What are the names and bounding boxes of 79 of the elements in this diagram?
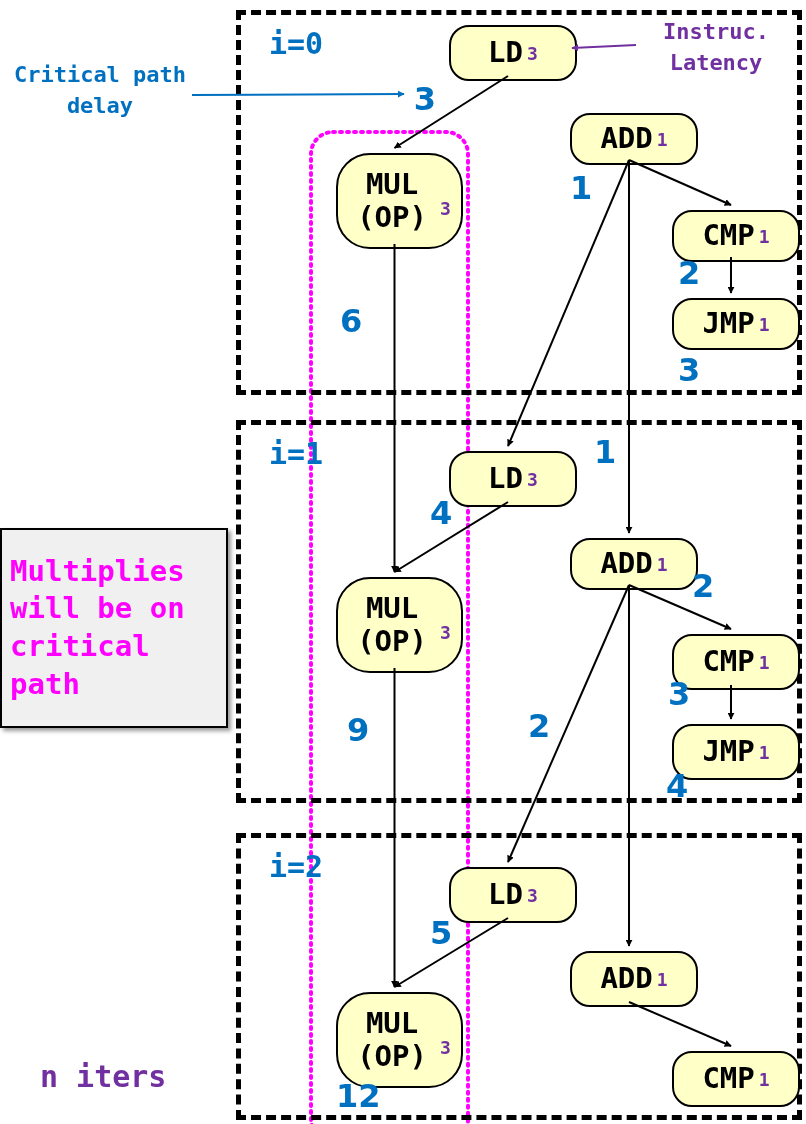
- latency-value: 3: [527, 41, 538, 66]
- instruction-name: MUL (OP): [356, 591, 428, 659]
- arrow: [393, 501, 509, 573]
- instruction-name: CMP: [702, 1062, 755, 1096]
- delay-number: 3: [409, 77, 441, 121]
- latency-value: 1: [758, 312, 770, 337]
- instruction-node: [570, 951, 698, 1007]
- annotation-text: Instruc. Latency: [641, 17, 791, 83]
- delay-number: 4: [430, 497, 453, 529]
- instruction-node: [336, 153, 463, 249]
- arrow: [507, 584, 630, 863]
- instruction-name: ADD: [600, 547, 653, 581]
- latency-value: 1: [758, 1067, 770, 1092]
- instruction-node: [336, 577, 463, 673]
- delay-number: 9: [347, 714, 370, 746]
- instruction-name: ADD: [600, 962, 653, 996]
- arrow: [628, 159, 732, 206]
- instruction-node: [672, 1051, 800, 1107]
- latency-value: 1: [758, 740, 770, 765]
- iterations-label: n iters: [40, 1062, 167, 1092]
- instruction-node: [570, 113, 698, 165]
- instruction-name: LD: [488, 36, 524, 70]
- arrow: [628, 1001, 732, 1047]
- arrow: [625, 159, 633, 534]
- instruction-node: [449, 25, 577, 81]
- instruction-node: [672, 298, 800, 350]
- instruction-name: CMP: [702, 645, 755, 679]
- arrow: [191, 90, 405, 98]
- arrow: [727, 684, 735, 720]
- delay-number: 12: [336, 1080, 381, 1112]
- iteration-label: i=1: [269, 439, 324, 469]
- annotation-text: Critical path delay: [8, 60, 192, 130]
- instruction-name: LD: [488, 878, 524, 912]
- callout-box: [0, 528, 228, 728]
- instruction-name: CMP: [702, 219, 755, 253]
- arrow: [628, 584, 732, 630]
- delay-number: 2: [692, 570, 715, 602]
- delay-number: 3: [668, 678, 691, 710]
- delay-number: 6: [340, 305, 363, 337]
- callout-text: Multiplies will be on critical path: [10, 552, 186, 703]
- latency-value: 1: [656, 552, 668, 577]
- delay-number: 3: [678, 354, 701, 386]
- arrow: [393, 917, 509, 988]
- arrow: [391, 243, 398, 573]
- latency-value: 3: [527, 883, 538, 908]
- arrow: [571, 44, 637, 52]
- iteration-label: i=2: [269, 852, 324, 882]
- instruction-name: MUL (OP): [356, 167, 428, 235]
- arrow: [727, 256, 735, 294]
- instruction-node: [449, 867, 577, 923]
- instruction-name: MUL (OP): [356, 1006, 428, 1074]
- arrow: [625, 584, 633, 947]
- latency-value: 1: [758, 224, 770, 249]
- iteration-frame: [236, 833, 802, 1120]
- arrow: [507, 159, 630, 447]
- arrow: [393, 75, 509, 149]
- instruction-name: LD: [488, 462, 524, 496]
- latency-value: 1: [758, 650, 770, 675]
- latency-value: 3: [440, 1035, 451, 1060]
- latency-value: 1: [656, 967, 668, 992]
- instruction-node: [672, 210, 800, 262]
- arrow: [391, 667, 398, 988]
- delay-number: 4: [666, 770, 689, 802]
- latency-value: 3: [527, 467, 538, 492]
- delay-number: 1: [594, 436, 617, 468]
- instruction-name: ADD: [600, 122, 653, 156]
- delay-number: 5: [430, 917, 453, 949]
- delay-number: 2: [528, 710, 551, 742]
- delay-number: 1: [570, 172, 593, 204]
- iteration-frame: [236, 420, 802, 803]
- iteration-frame: [236, 10, 802, 395]
- instruction-node: [449, 451, 577, 507]
- instruction-name: JMP: [702, 735, 755, 769]
- latency-value: 3: [440, 196, 451, 221]
- delay-number: 2: [678, 257, 701, 289]
- latency-value: 3: [440, 620, 451, 645]
- iteration-label: i=0: [269, 29, 324, 59]
- latency-value: 1: [656, 127, 668, 152]
- instruction-name: JMP: [702, 307, 755, 341]
